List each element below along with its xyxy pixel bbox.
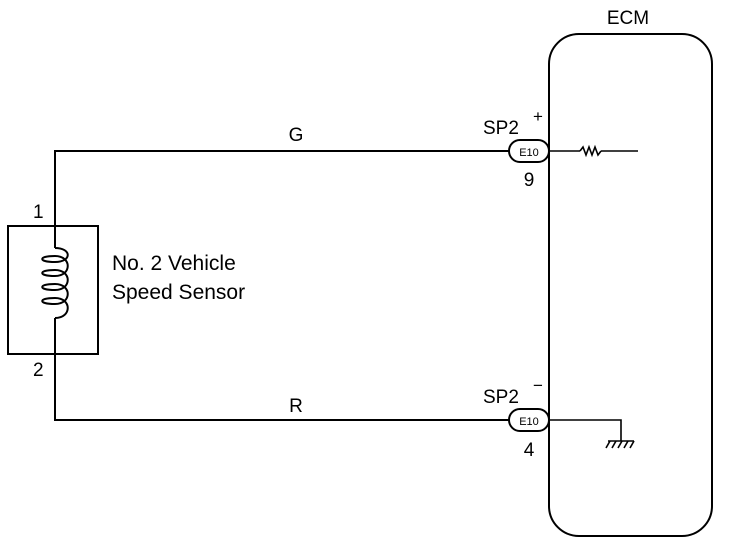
terminal-bottom-name: SP2 bbox=[483, 387, 519, 408]
ecm-box bbox=[548, 33, 713, 537]
resistor-icon bbox=[579, 144, 602, 158]
speed-sensor: No. 2 Vehicle Speed Sensor 1 2 bbox=[7, 202, 245, 381]
sensor-box bbox=[7, 225, 99, 355]
terminal-top-pin: 9 bbox=[524, 170, 535, 191]
ecm-title: ECM bbox=[607, 8, 649, 29]
sensor-pin-2: 2 bbox=[33, 360, 44, 381]
wire-bottom: R bbox=[54, 354, 509, 421]
wire-bottom-color-label: R bbox=[289, 396, 303, 417]
sensor-name-line1: No. 2 Vehicle bbox=[112, 252, 236, 275]
connector-e10-bottom-label: E10 bbox=[519, 416, 539, 428]
sensor-pin-1: 1 bbox=[33, 202, 44, 223]
ecm-unit: ECM bbox=[548, 8, 713, 537]
wire-top: G bbox=[54, 125, 509, 226]
connector-e10-top-label: E10 bbox=[519, 147, 539, 159]
terminal-sp2-plus: E10 SP2 + 9 bbox=[483, 107, 638, 191]
coil-icon bbox=[41, 247, 69, 319]
terminal-top-sign: + bbox=[533, 107, 543, 126]
ground-icon bbox=[605, 440, 635, 449]
terminal-bottom-pin: 4 bbox=[524, 440, 535, 461]
wire-top-color-label: G bbox=[289, 125, 304, 146]
terminal-sp2-minus: E10 SP2 − 4 bbox=[483, 376, 635, 461]
sensor-name-line2: Speed Sensor bbox=[112, 281, 245, 304]
terminal-bottom-sign: − bbox=[533, 376, 543, 395]
terminal-top-name: SP2 bbox=[483, 118, 519, 139]
